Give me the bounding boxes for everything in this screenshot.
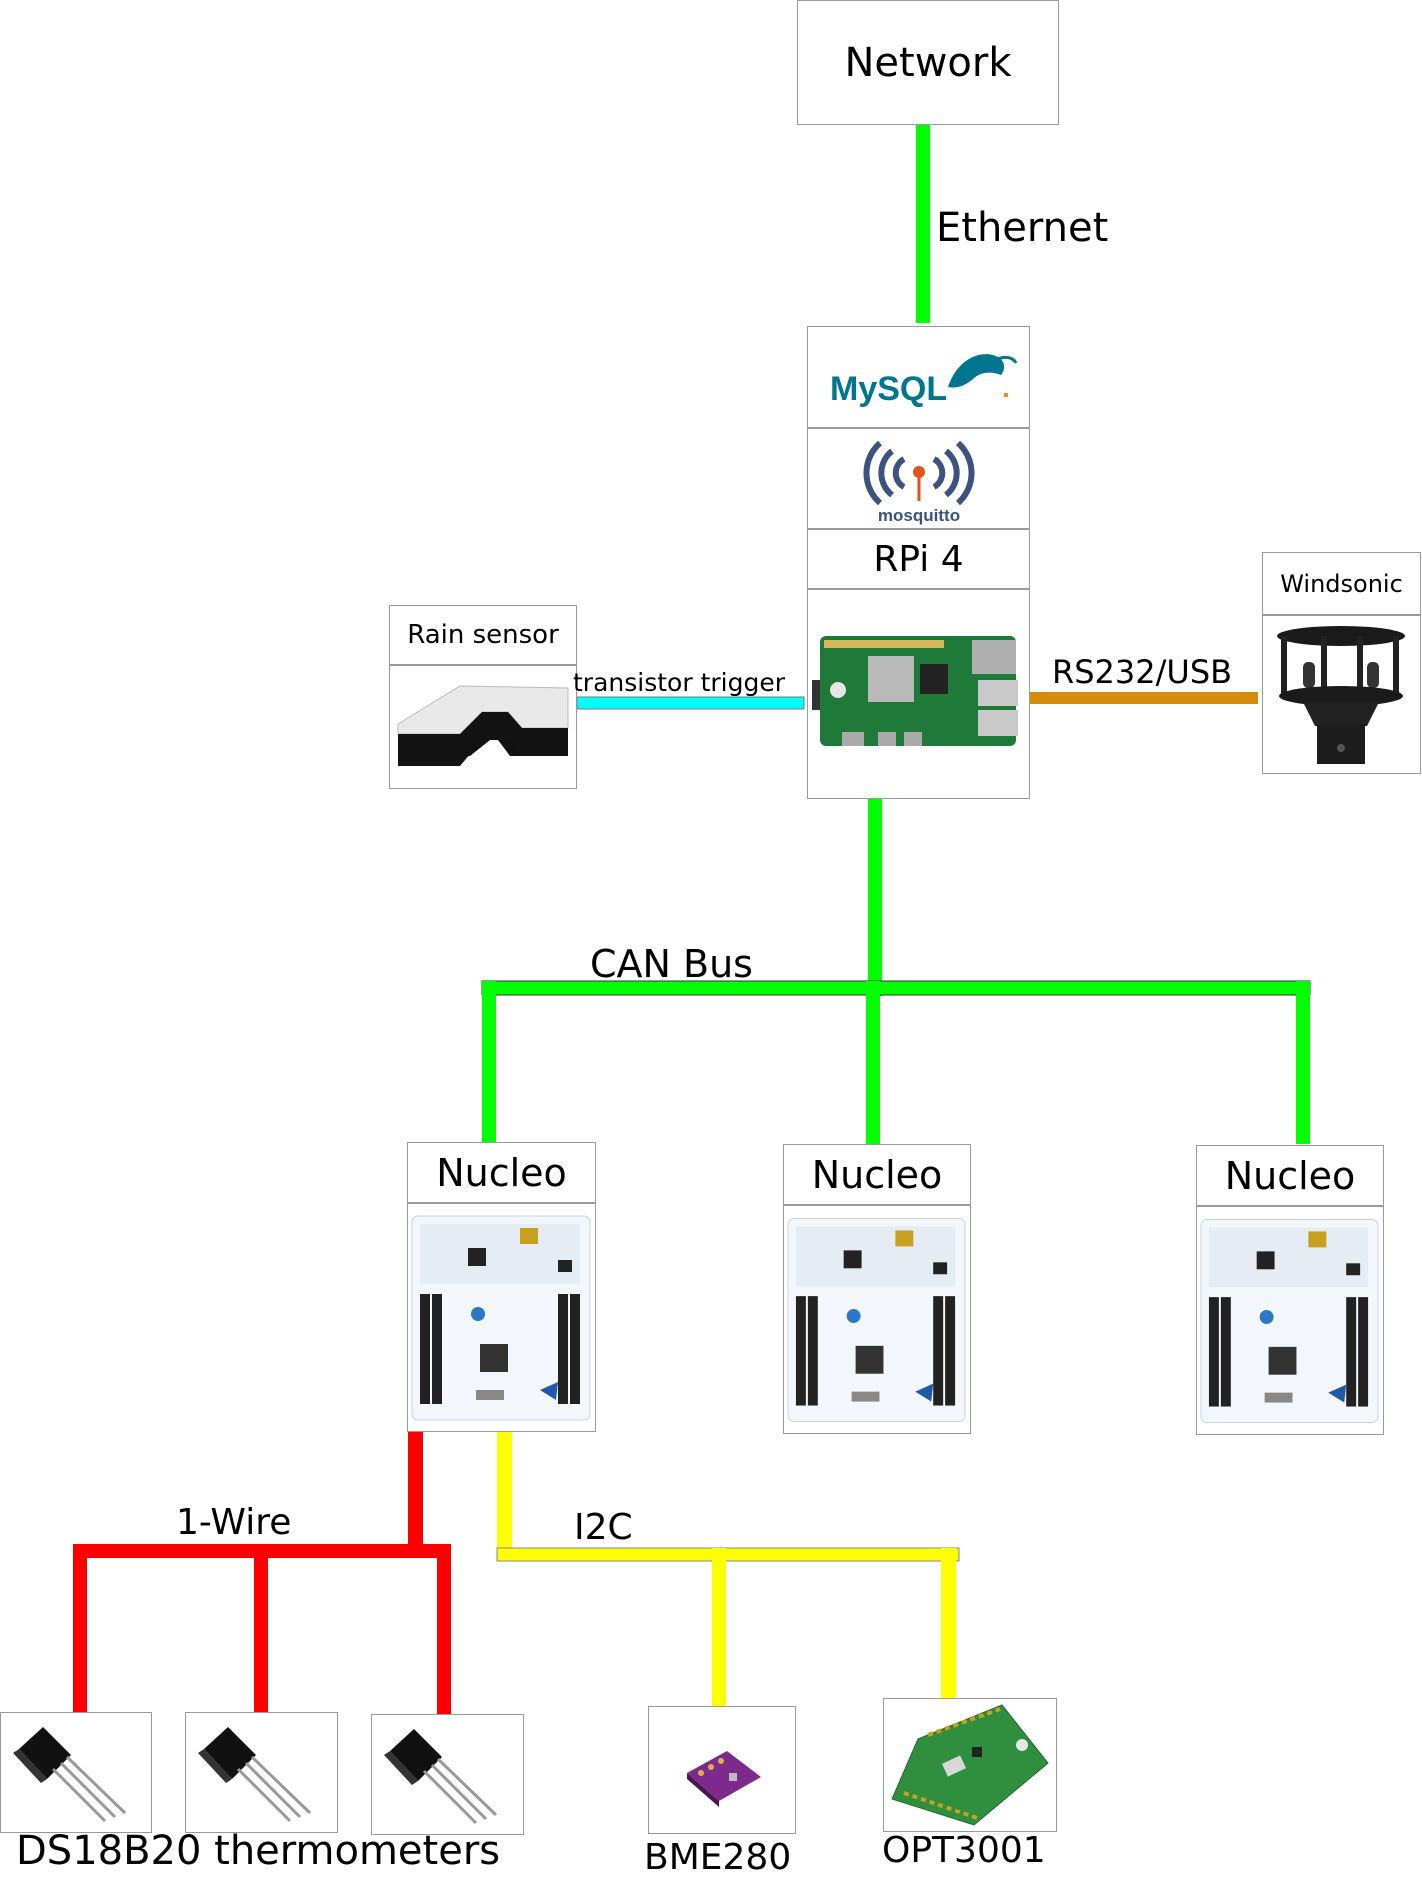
transistor-trigger-wire bbox=[576, 696, 805, 710]
nucleo-1-board-box bbox=[407, 1203, 596, 1432]
raspberry-pi-board-icon bbox=[812, 636, 1018, 746]
one-wire-drop-3 bbox=[437, 1544, 451, 1714]
mosquitto-logo-box: mosquitto bbox=[807, 428, 1030, 529]
ethernet-label: Ethernet bbox=[936, 205, 1109, 251]
windsonic-anemometer-icon bbox=[1277, 626, 1405, 764]
opt3001-click-board-icon bbox=[891, 1704, 1049, 1826]
nucleo-3-label: Nucleo bbox=[1224, 1153, 1356, 1198]
one-wire-drop-2 bbox=[254, 1544, 268, 1712]
rpi-board-box bbox=[807, 589, 1030, 799]
mosquitto-logo-text: mosquitto bbox=[878, 506, 960, 525]
one-wire-label: 1-Wire bbox=[176, 1502, 292, 1543]
can-bus-label: CAN Bus bbox=[590, 942, 753, 986]
network-node: Network bbox=[797, 0, 1059, 125]
nucleo-1-label: Nucleo bbox=[436, 1150, 567, 1195]
thermometer-3-box bbox=[371, 1714, 524, 1835]
mysql-logo-icon: MySQL bbox=[830, 354, 1018, 408]
nucleo-3-board-box bbox=[1196, 1206, 1384, 1435]
can-bus-drop-3 bbox=[1296, 981, 1310, 1144]
nucleo-2-label-box: Nucleo bbox=[783, 1144, 971, 1205]
ds18b20-icon bbox=[13, 1727, 127, 1823]
nucleo-2-label: Nucleo bbox=[811, 1152, 943, 1197]
ds18b20-icon bbox=[198, 1727, 312, 1823]
ds18b20-icon bbox=[384, 1729, 498, 1825]
ethernet-wire bbox=[916, 125, 930, 323]
bme280-box bbox=[648, 1706, 796, 1834]
nucleo-3-label-box: Nucleo bbox=[1196, 1145, 1384, 1206]
thermometer-1-box bbox=[0, 1712, 152, 1833]
one-wire-drop-1 bbox=[73, 1544, 87, 1712]
nucleo-2-board-box bbox=[783, 1205, 971, 1434]
transistor-trigger-label: transistor trigger bbox=[573, 668, 785, 697]
nucleo-2-board-icon bbox=[787, 1218, 966, 1422]
rain-sensor-label: Rain sensor bbox=[407, 620, 559, 650]
mysql-logo-text: MySQL bbox=[830, 370, 947, 408]
mysql-logo-box: MySQL bbox=[807, 326, 1030, 428]
i2c-drop-2 bbox=[941, 1548, 956, 1698]
can-bus-trunk bbox=[868, 798, 882, 996]
network-label: Network bbox=[844, 39, 1012, 86]
nucleo-1-board-icon bbox=[411, 1215, 591, 1421]
rain-sensor-image-box bbox=[389, 665, 577, 789]
i2c-line bbox=[496, 1547, 960, 1562]
bme280-label: BME280 bbox=[644, 1837, 792, 1878]
can-bus-drop-2 bbox=[866, 981, 880, 1144]
rs232-usb-label: RS232/USB bbox=[1052, 653, 1233, 691]
i2c-trunk bbox=[497, 1432, 512, 1560]
nucleo-3-board-icon bbox=[1200, 1219, 1379, 1423]
mosquitto-logo-icon: mosquitto bbox=[863, 440, 975, 525]
opt3001-box bbox=[883, 1698, 1057, 1832]
can-bus-drop-1 bbox=[482, 981, 496, 1143]
windsonic-label-box: Windsonic bbox=[1262, 552, 1421, 615]
rpi-label: RPi 4 bbox=[873, 538, 964, 580]
rain-sensor-icon bbox=[397, 685, 569, 766]
opt3001-label: OPT3001 bbox=[882, 1830, 1046, 1871]
windsonic-image-box bbox=[1262, 615, 1421, 774]
thermometers-label: DS18B20 thermometers bbox=[16, 1828, 501, 1874]
i2c-label: I2C bbox=[574, 1507, 633, 1548]
rain-sensor-label-box: Rain sensor bbox=[389, 605, 577, 665]
nucleo-1-label-box: Nucleo bbox=[407, 1142, 596, 1203]
i2c-drop-1 bbox=[712, 1548, 726, 1706]
thermometer-2-box bbox=[185, 1712, 338, 1833]
windsonic-label: Windsonic bbox=[1280, 569, 1403, 598]
rpi-label-box: RPi 4 bbox=[807, 529, 1030, 589]
one-wire-trunk bbox=[408, 1432, 423, 1544]
rs232-usb-wire bbox=[1024, 692, 1258, 704]
bme280-sensor-icon bbox=[687, 1751, 761, 1807]
